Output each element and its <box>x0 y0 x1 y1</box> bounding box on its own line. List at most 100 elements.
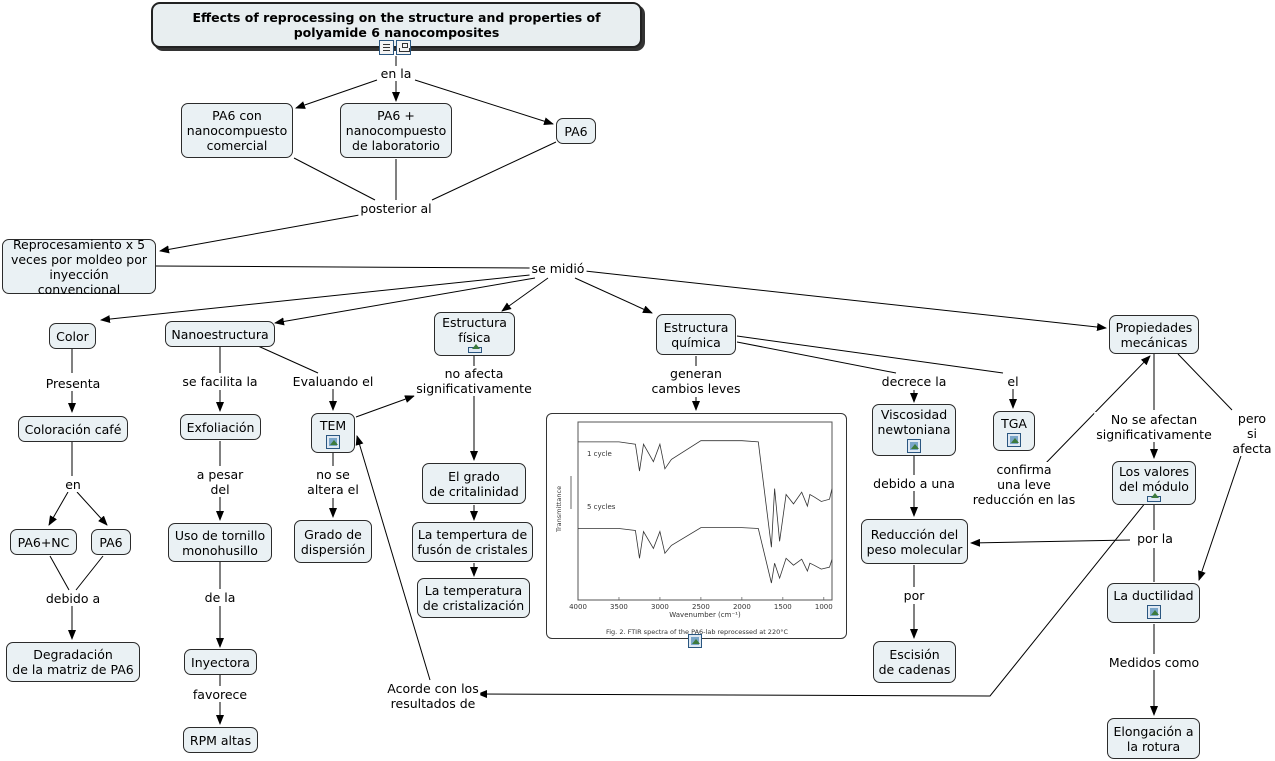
link-medidos[interactable]: Medidos como <box>1106 655 1202 670</box>
image-icon[interactable] <box>326 434 340 449</box>
link-no-afecta[interactable]: no afecta significativamente <box>414 366 534 396</box>
node-text: La tempertura de fusón de cristales <box>417 527 528 557</box>
plot-frame <box>577 421 833 601</box>
node-color[interactable]: Color <box>49 323 96 349</box>
x-axis-label: Wavenumber (cm⁻¹) <box>669 611 741 619</box>
link-acorde[interactable]: Acorde con los resultados de <box>385 681 481 711</box>
link-generan[interactable]: generan cambios leves <box>649 366 743 396</box>
concept-map-icon[interactable] <box>396 40 411 55</box>
node-dispersion[interactable]: Grado de dispersión <box>294 520 372 563</box>
node-text: PA6 <box>99 534 123 550</box>
node-text: Reprocesamiento x 5 veces por moldeo por… <box>10 236 148 297</box>
node-pa6-b[interactable]: PA6 <box>91 529 131 555</box>
node-tornillo[interactable]: Uso de tornillo monohusillo <box>168 523 272 562</box>
node-viscosidad[interactable]: Viscosidad newtoniana <box>872 404 956 456</box>
node-estructura-quimica[interactable]: Estructura química <box>656 314 736 355</box>
node-text: RPM altas <box>189 732 252 748</box>
node-propiedades[interactable]: Propiedades mecánicas <box>1109 315 1199 354</box>
node-text: La temperatura de cristalización <box>422 583 525 613</box>
series-line <box>578 527 833 584</box>
node-estructura-fisica[interactable]: Estructura física <box>434 312 515 356</box>
node-text: Exfoliación <box>186 419 255 435</box>
node-text: Inyectora <box>191 654 250 670</box>
link-decrece[interactable]: decrece la <box>879 374 949 389</box>
y-axis-label: Transmittance <box>555 486 563 533</box>
link-no-se-afectan[interactable]: No se afectan significativamente <box>1094 412 1214 442</box>
node-exfoliacion[interactable]: Exfoliación <box>180 414 261 440</box>
link-en-la[interactable]: en la <box>378 66 414 81</box>
node-text: TEM <box>319 417 347 433</box>
link-se-midio[interactable]: se midió <box>529 261 587 276</box>
link-a-pesar[interactable]: a pesar del <box>194 467 246 497</box>
link-posterior-al[interactable]: posterior al <box>358 201 434 216</box>
link-pero-si[interactable]: pero si afecta <box>1230 411 1274 456</box>
x-tick-label: 3500 <box>610 603 628 611</box>
node-text: TGA <box>1001 415 1027 431</box>
node-text: PA6 + nanocompuesto de laboratorio <box>345 108 447 153</box>
link-confirma[interactable]: confirma una leve reducción en las <box>970 462 1078 507</box>
node-pa6-lab[interactable]: PA6 + nanocompuesto de laboratorio <box>340 103 452 158</box>
link-evaluando[interactable]: Evaluando el <box>290 374 376 389</box>
node-text: Elongación a la rotura <box>1113 723 1194 754</box>
link-el[interactable]: el <box>1005 374 1021 389</box>
node-nanoestructura[interactable]: Nanoestructura <box>165 321 275 347</box>
node-modulo[interactable]: Los valores del módulo <box>1112 461 1196 505</box>
x-tick-label: 4000 <box>569 603 587 611</box>
link-en[interactable]: en <box>63 477 83 492</box>
link-se-facilita[interactable]: se facilita la <box>180 374 260 389</box>
node-coloracion[interactable]: Coloración café <box>18 416 128 442</box>
node-rpm[interactable]: RPM altas <box>183 727 258 753</box>
series-line <box>578 440 833 548</box>
link-presenta[interactable]: Presenta <box>43 376 103 391</box>
title-text: Effects of reprocessing on the structure… <box>192 10 601 40</box>
node-fusion[interactable]: La tempertura de fusón de cristales <box>412 522 533 562</box>
node-escision[interactable]: Escisión de cadenas <box>873 641 956 683</box>
link-de-la[interactable]: de la <box>202 590 238 605</box>
node-text: El grado de critalinidad <box>429 468 519 499</box>
node-text: La ductilidad <box>1113 587 1194 603</box>
node-degradacion[interactable]: Degradación de la matriz de PA6 <box>6 642 140 682</box>
image-icon[interactable] <box>1147 493 1161 502</box>
link-favorece[interactable]: favorece <box>190 687 250 702</box>
link-no-se-altera[interactable]: no se altera el <box>305 467 361 497</box>
link-debido-a[interactable]: debido a <box>43 591 103 606</box>
x-tick-label: 3000 <box>651 603 669 611</box>
series-label: 5 cycles <box>587 503 616 511</box>
node-pa6nc[interactable]: PA6+NC <box>10 529 77 555</box>
x-tick-label: 2500 <box>692 603 710 611</box>
link-por-la[interactable]: por la <box>1135 531 1175 546</box>
node-text: Escisión de cadenas <box>878 647 951 677</box>
node-cristalizacion[interactable]: La temperatura de cristalización <box>417 578 530 618</box>
node-tga[interactable]: TGA <box>993 411 1035 451</box>
node-pa6-comercial[interactable]: PA6 con nanocompuesto comercial <box>181 103 293 158</box>
x-tick-label: 1500 <box>774 603 792 611</box>
node-text: Propiedades mecánicas <box>1115 319 1193 350</box>
image-icon[interactable] <box>688 634 702 648</box>
node-text: PA6 con nanocompuesto comercial <box>186 108 288 153</box>
node-elongacion[interactable]: Elongación a la rotura <box>1107 718 1200 759</box>
node-text: Los valores del módulo <box>1118 464 1190 494</box>
node-cristalinidad[interactable]: El grado de critalinidad <box>422 463 526 504</box>
document-icon[interactable] <box>379 40 394 55</box>
link-por[interactable]: por <box>901 588 927 603</box>
image-icon[interactable] <box>1146 604 1161 619</box>
node-text: Color <box>56 328 89 344</box>
series-label: 1 cycle <box>587 450 612 458</box>
node-pa6[interactable]: PA6 <box>556 118 596 144</box>
image-icon[interactable] <box>1007 432 1021 447</box>
node-text: PA6+NC <box>17 534 70 550</box>
link-debido-a-una[interactable]: debido a una <box>871 476 957 491</box>
image-icon[interactable] <box>907 439 921 453</box>
node-text: Estructura química <box>663 319 729 350</box>
node-tem[interactable]: TEM <box>311 413 355 453</box>
node-inyectora[interactable]: Inyectora <box>184 649 257 675</box>
node-text: Estructura física <box>442 315 507 345</box>
ftir-figure[interactable]: 1 cycle 5 cycles Transmittance 4000 3500 3000… <box>546 413 847 639</box>
node-ductilidad[interactable]: La ductilidad <box>1107 583 1200 623</box>
node-text: Reducción del peso molecular <box>866 526 963 557</box>
node-reprocesamiento[interactable]: Reprocesamiento x 5 veces por moldeo por… <box>2 236 156 297</box>
node-text: PA6 <box>564 123 588 139</box>
image-icon[interactable] <box>467 344 482 353</box>
node-text: Viscosidad newtoniana <box>877 407 951 437</box>
node-reduccion[interactable]: Reducción del peso molecular <box>861 519 968 564</box>
